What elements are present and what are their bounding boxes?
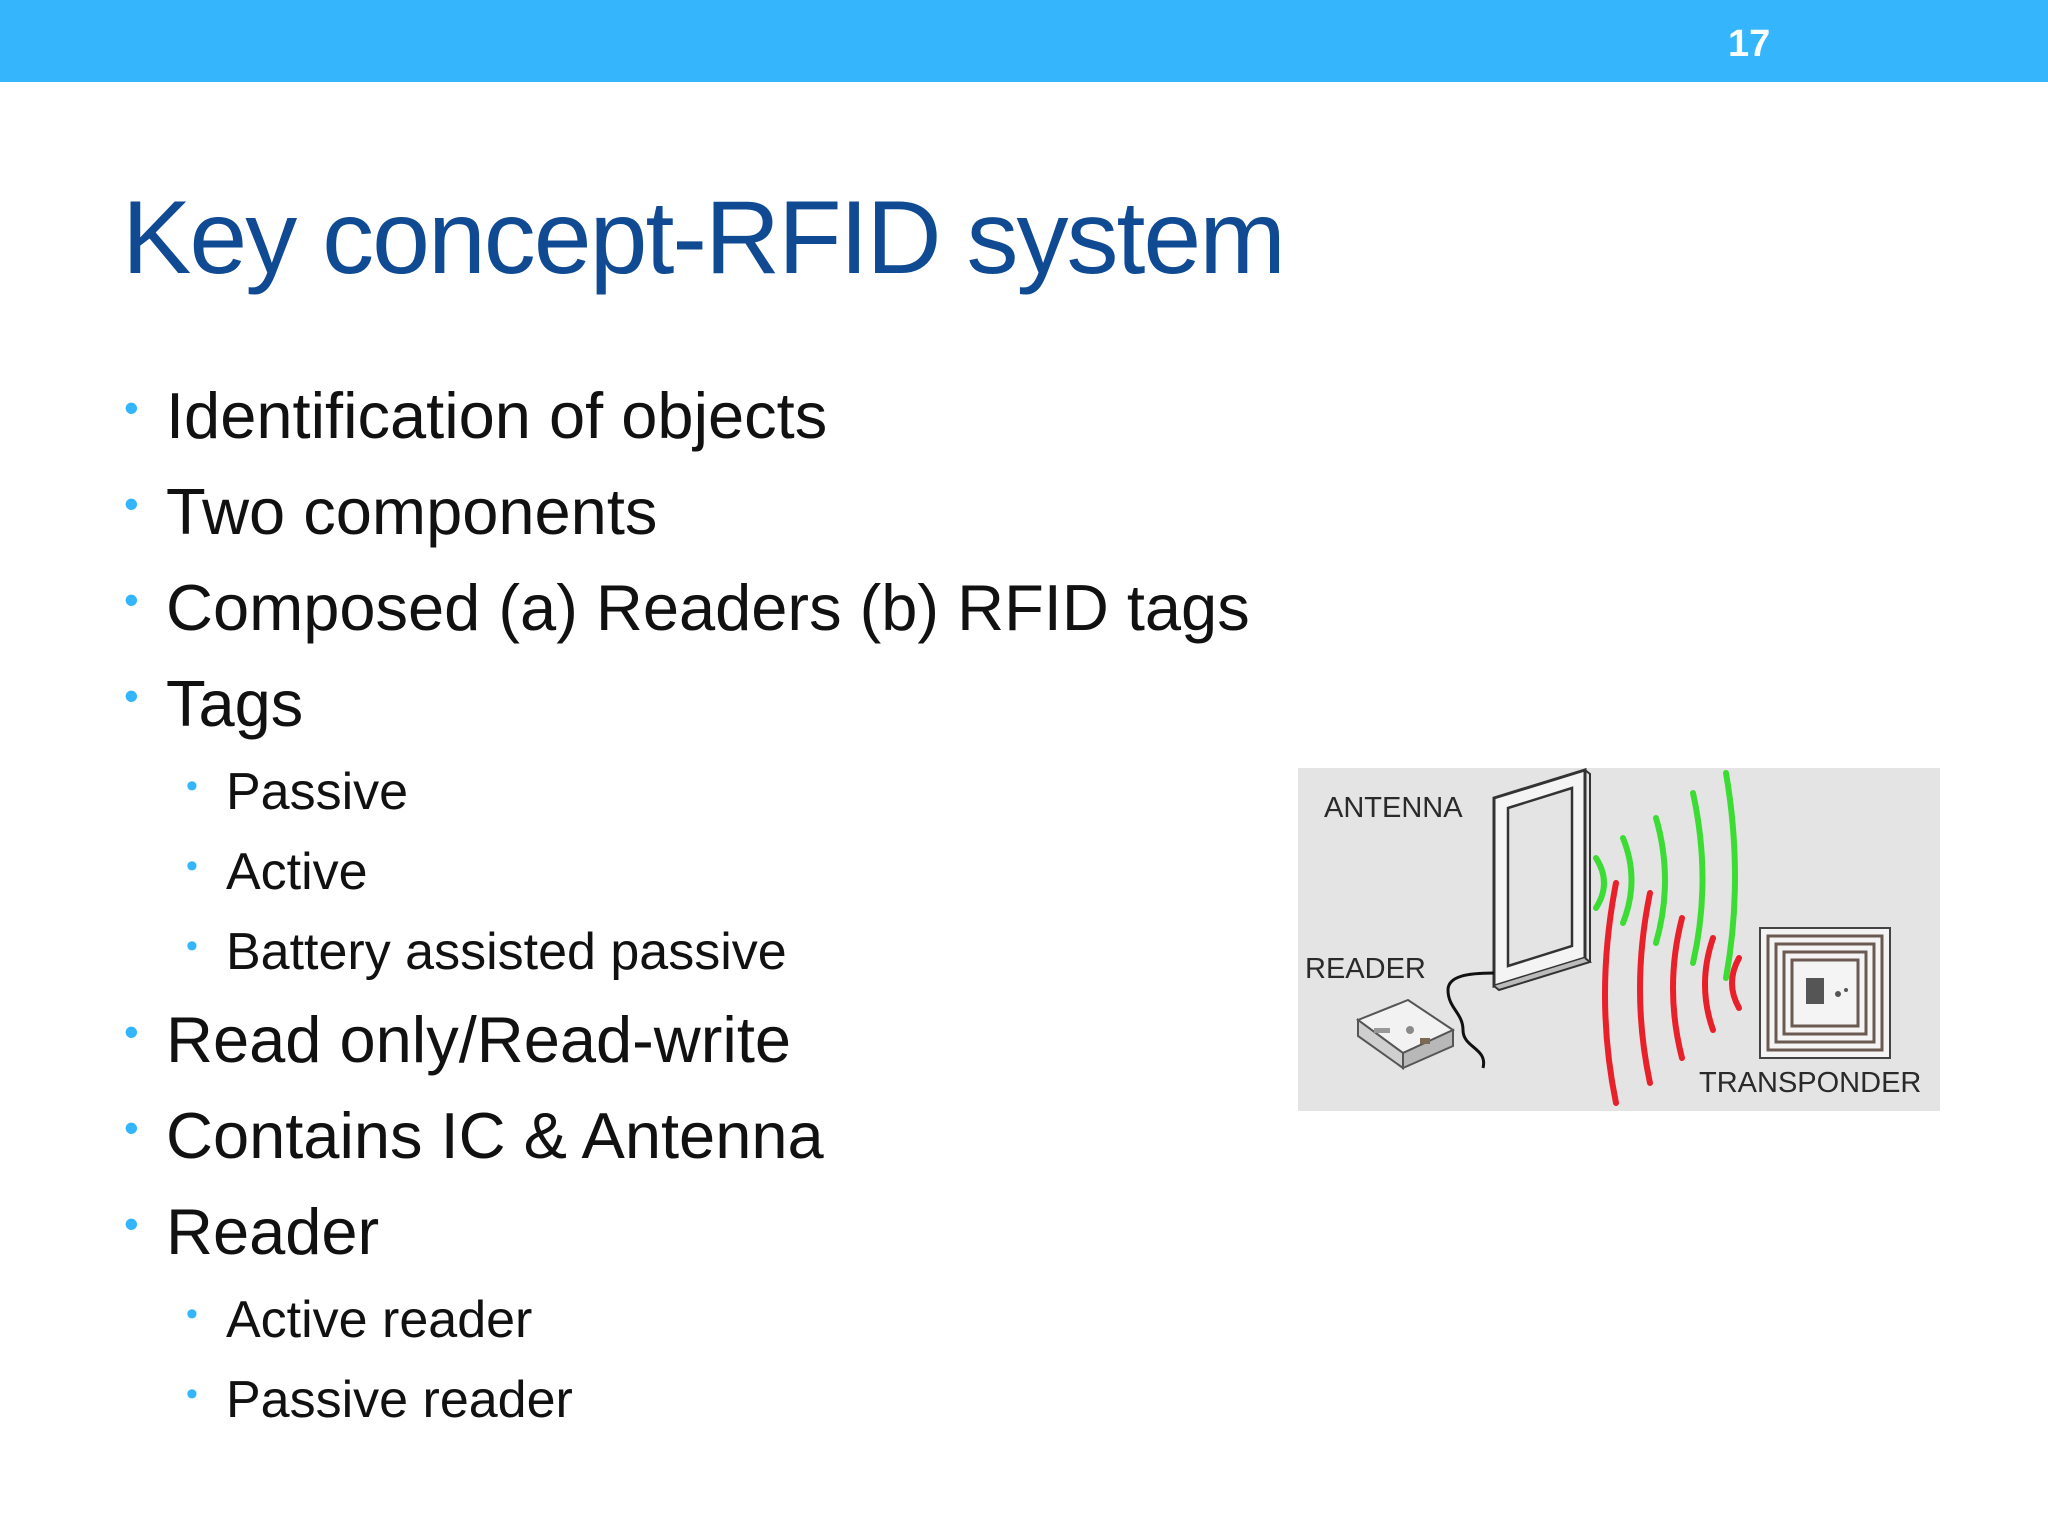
bullet-dot-icon: • (124, 1008, 139, 1055)
rfid-diagram: ANTENNA READER TRANSPONDER (1298, 768, 1940, 1111)
bullet-dot-icon: • (124, 672, 139, 719)
bullet-text: Composed (a) Readers (b) RFID tags (166, 571, 1250, 644)
bullet-text: Passive (226, 763, 409, 821)
bullet-dot-icon: • (186, 1375, 198, 1413)
wave-green-4 (1690, 790, 1706, 966)
red-waves (1602, 880, 1742, 1106)
transponder-icon (1759, 927, 1891, 1059)
wave-red-3 (1670, 915, 1685, 1061)
reader-icon (1355, 998, 1456, 1070)
bullet-item: • Contains IC & Antenna (122, 1088, 1322, 1184)
wave-green-3 (1653, 815, 1668, 946)
bullet-text: Tags (166, 667, 304, 740)
sub-bullet-item: • Battery assisted passive (122, 912, 1322, 992)
bullet-item: • Tags (122, 656, 1322, 752)
transponder-label: TRANSPONDER (1699, 1067, 1922, 1099)
bullet-item: • Reader (122, 1184, 1322, 1280)
sub-bullet-item: • Passive reader (122, 1360, 1322, 1440)
bullet-text: Active reader (226, 1291, 533, 1349)
bullet-dot-icon: • (124, 480, 139, 527)
rfid-diagram-svg (1355, 768, 1891, 1106)
bullet-dot-icon: • (186, 847, 198, 885)
bullet-text: Passive reader (226, 1371, 573, 1429)
bullet-dot-icon: • (124, 576, 139, 623)
sub-bullet-item: • Passive (122, 752, 1322, 832)
wave-red-2 (1702, 935, 1716, 1033)
bullet-dot-icon: • (186, 927, 198, 965)
wave-green-2 (1620, 835, 1635, 926)
wave-red-5 (1602, 880, 1619, 1106)
bullet-text: Two components (166, 475, 658, 548)
slide-title: Key concept-RFID system (122, 180, 1286, 296)
bullet-dot-icon: • (124, 1104, 139, 1151)
wave-red-1 (1729, 955, 1742, 1011)
bullet-text: Contains IC & Antenna (166, 1099, 824, 1172)
bullet-item: • Read only/Read-write (122, 992, 1322, 1088)
bullet-text: Active (226, 843, 368, 901)
antenna-cable (1446, 971, 1495, 1069)
slide-number: 17 (1728, 23, 1771, 65)
header-bar (0, 0, 2048, 82)
bullet-dot-icon: • (186, 767, 198, 805)
bullet-item: • Two components (122, 464, 1322, 560)
bullet-list: • Identification of objects • Two componen… (122, 368, 1322, 1440)
sub-bullet-item: • Active reader (122, 1280, 1322, 1360)
bullet-text: Battery assisted passive (226, 923, 787, 981)
green-waves (1593, 770, 1738, 981)
bullet-dot-icon: • (124, 384, 139, 431)
bullet-text: Reader (166, 1195, 380, 1268)
bullet-dot-icon: • (124, 1200, 139, 1247)
bullet-text: Identification of objects (166, 379, 828, 452)
reader-label: READER (1305, 953, 1426, 985)
sub-bullet-item: • Active (122, 832, 1322, 912)
wave-green-5 (1723, 770, 1738, 981)
wave-green-1 (1593, 855, 1607, 911)
bullet-dot-icon: • (186, 1295, 198, 1333)
antenna-icon (1492, 768, 1593, 992)
bullet-item: • Identification of objects (122, 368, 1322, 464)
antenna-label: ANTENNA (1324, 792, 1463, 824)
bullet-text: Read only/Read-write (166, 1003, 792, 1076)
wave-red-4 (1637, 890, 1653, 1086)
bullet-item: • Composed (a) Readers (b) RFID tags (122, 560, 1322, 656)
